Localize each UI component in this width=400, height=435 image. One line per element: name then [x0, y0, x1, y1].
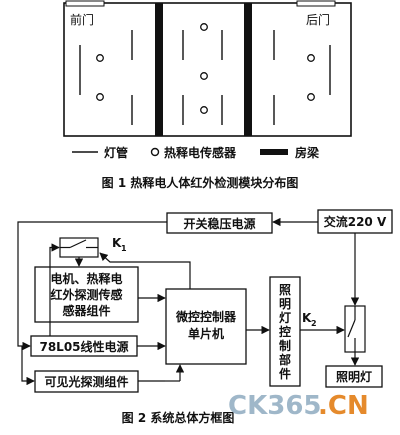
pir-sensor — [96, 93, 104, 101]
pir-sensor — [307, 93, 315, 101]
wire-mcu-to-k1 — [99, 252, 191, 289]
beam-right — [244, 3, 252, 136]
front-door-gap — [65, 0, 105, 7]
back-door-label: 后门 — [306, 12, 330, 27]
ac-input-label: 交流220 V — [324, 214, 387, 229]
light-ctrl-char: 制 — [279, 338, 291, 353]
relay-k1-label: K — [112, 236, 122, 250]
figure2-block-diagram: 开关稳压电源 交流220 V K 1 电机、热释电 红外探测传感 感器组件 微控… — [17, 209, 393, 393]
legend-beam-swatch — [260, 149, 288, 155]
relay-k2-subscript: 2 — [311, 319, 317, 328]
light-detect-label: 可见光探测组件 — [44, 374, 128, 389]
regulated-psu-label: 开关稳压电源 — [183, 216, 255, 231]
motor-sensor-block — [34, 266, 139, 323]
watermark-cn: .CN — [318, 391, 369, 421]
site-watermark: CK365 .CN — [228, 391, 369, 421]
wire-linear-to-light — [21, 346, 35, 386]
legend-lamp-label: 灯管 — [104, 145, 128, 160]
beam-left — [155, 3, 163, 136]
motor-sensor-line2: 红外探测传感 — [50, 287, 122, 302]
pir-sensor — [307, 54, 315, 62]
light-ctrl-char: 控 — [279, 324, 291, 339]
light-ctrl-char: 明 — [279, 297, 291, 311]
regulated-psu-block — [166, 212, 273, 234]
back-door-gap — [296, 0, 336, 7]
light-ctrl-block — [269, 276, 301, 387]
motor-sensor-line3: 感器组件 — [62, 303, 110, 318]
legend-sensor-label: 热释电传感器 — [164, 145, 237, 160]
legend-sensor-swatch — [150, 147, 160, 157]
figure1-caption: 图 1 热释电人体红外检测模块分布图 — [102, 175, 299, 190]
figure2-caption: 图 2 系统总体方框图 — [122, 410, 235, 425]
mcu-block — [165, 288, 247, 365]
mcu-line1: 微控控制器 — [175, 309, 237, 324]
relay-k1-switch — [69, 239, 87, 249]
motor-sensor-line1: 电机、热释电 — [50, 271, 122, 286]
legend-beam-label: 房梁 — [295, 145, 319, 160]
light-ctrl-char: 灯 — [279, 310, 291, 325]
light-ctrl-char: 部 — [279, 352, 291, 367]
wire-linear-to-k1 — [49, 243, 60, 336]
watermark-ck365: CK365 — [228, 391, 322, 421]
light-ctrl-char: 件 — [279, 366, 291, 381]
wire-psu-to-linear — [17, 221, 167, 351]
figure1-legend: 灯管 热释电传感器 房梁 — [72, 145, 319, 160]
light-ctrl-char: 照 — [279, 282, 291, 297]
pir-sensor — [200, 106, 208, 114]
pir-sensor — [200, 72, 208, 80]
relay-k2-label: K — [302, 311, 312, 325]
lamp-label: 照明灯 — [336, 369, 372, 384]
relay-k1-subscript: 1 — [121, 244, 127, 253]
pir-sensor — [200, 23, 208, 31]
linear-psu-label: 78L05线性电源 — [39, 339, 128, 354]
figure1-floorplan: 前门 后门 — [63, 0, 352, 137]
mcu-line2: 单片机 — [188, 326, 224, 341]
lamp-block — [325, 365, 383, 388]
front-door-label: 前门 — [70, 12, 94, 27]
room-outline — [63, 2, 352, 137]
relay-k2-switch — [347, 319, 356, 338]
pir-sensor — [96, 54, 104, 62]
